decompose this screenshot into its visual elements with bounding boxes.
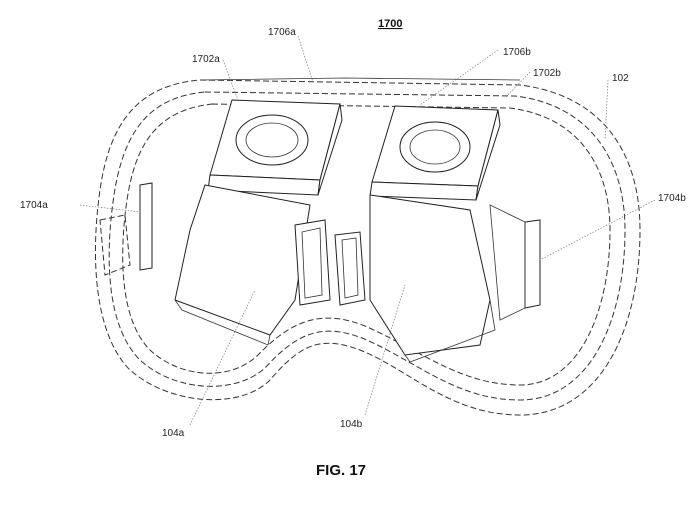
label-104a: 104a <box>162 428 185 439</box>
side-panel-left <box>99 182 153 276</box>
display-left <box>174 184 331 346</box>
label-102: 102 <box>612 73 629 84</box>
figure-caption: FIG. 17 <box>316 462 366 479</box>
label-1706b: 1706b <box>503 47 531 58</box>
lens-module-left <box>207 99 343 196</box>
leader-lines <box>79 35 656 426</box>
label-1704b: 1704b <box>658 193 686 204</box>
label-1702b: 1702b <box>533 68 561 79</box>
label-1706a: 1706a <box>268 27 296 38</box>
side-panel-right <box>489 204 541 321</box>
lens-module-right <box>369 105 501 201</box>
display-right <box>334 194 496 363</box>
label-1702a: 1702a <box>192 54 220 65</box>
headset-outline <box>94 77 641 416</box>
figure-number: 1700 <box>378 18 402 30</box>
label-104b: 104b <box>340 419 363 430</box>
label-1704a: 1704a <box>20 200 48 211</box>
